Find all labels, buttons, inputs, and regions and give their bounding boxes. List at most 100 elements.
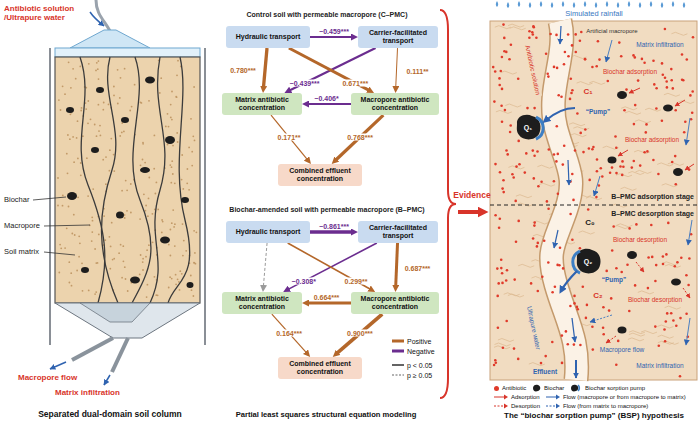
figure-label: Macropore: [4, 222, 40, 230]
soil-texture: [505, 104, 521, 107]
legend-item: Biochar: [532, 384, 564, 392]
construct-box: Carrier-facilitated transport: [358, 221, 438, 243]
construct-box: Hydraulic transport: [226, 221, 310, 243]
soil-grain: [69, 138, 71, 140]
antibiotic-dot: [505, 320, 508, 323]
soil-grain: [174, 245, 176, 247]
soil-grain: [129, 110, 131, 112]
soil-grain: [78, 235, 80, 237]
soil-grain: [144, 162, 146, 164]
soil-grain: [185, 250, 187, 252]
antibiotic-dot: [501, 88, 504, 91]
antibiotic-dot: [547, 75, 550, 78]
antibiotic-dot: [598, 58, 601, 61]
box-label: Hydraulic transport: [236, 228, 301, 236]
figure-label: Antibiotic solution /Ultrapure water: [4, 5, 90, 23]
soil-grain: [181, 154, 183, 156]
path-arrow: [289, 48, 370, 91]
soil-grain: [130, 183, 132, 185]
soil-grain: [69, 282, 71, 284]
antibiotic-dot: [615, 146, 618, 149]
macropore-flow-arrow: [575, 360, 577, 378]
antibiotic-dot: [494, 163, 497, 166]
biochar-particle: [66, 77, 194, 289]
antibiotic-dot: [498, 77, 501, 80]
legend-text: p < 0.05: [407, 362, 433, 369]
soil-column: [104, 375, 110, 385]
soil-grain: [71, 285, 73, 287]
evidence-bracket: [440, 10, 483, 398]
soil-column: [49, 48, 51, 345]
soil-grain: [75, 78, 77, 80]
antibiotic-dot: [601, 175, 604, 178]
soil-grain: [94, 124, 96, 126]
legend-item: Antibiotic: [494, 385, 526, 391]
soil-grain: [157, 209, 159, 211]
antibiotic-dot: [588, 147, 591, 150]
soil-grain: [152, 241, 154, 243]
legend-symbol-part: [392, 364, 404, 365]
soil-grain: [126, 210, 128, 212]
soil-grain: [113, 86, 115, 88]
antibiotic-dot: [631, 166, 634, 169]
path-coefficient: 0.164***: [275, 330, 303, 337]
antibiotic-dot: [500, 267, 503, 270]
soil-texture: [634, 150, 650, 153]
soil-texture: [518, 264, 534, 267]
legend-symbol-part: [504, 395, 508, 400]
antibiotic-dot: [654, 280, 657, 283]
antibiotic-dot: [533, 177, 536, 180]
soil-grain: [70, 272, 72, 274]
rain-drop: [639, 2, 641, 8]
figure-label: Q₂: [584, 258, 593, 266]
antibiotic-dot: [650, 224, 653, 227]
legend-item: Flow (macropore or from macropore to mat…: [546, 393, 686, 401]
antibiotic-dot: [567, 55, 570, 58]
soil-grain: [70, 87, 72, 89]
box-label: Carrier-facilitated transport: [362, 224, 434, 240]
antibiotic-dot: [662, 255, 665, 258]
antibiotic-dot: [557, 153, 560, 156]
antibiotic-dot: [591, 66, 594, 69]
legend-text: Biochar: [544, 385, 564, 391]
antibiotic-dot: [617, 340, 620, 343]
antibiotic-dot: [666, 312, 669, 315]
legend-text: Antibiotic: [502, 385, 526, 391]
soil-grain: [177, 60, 179, 62]
figure-label: Evidence: [453, 191, 490, 200]
construct-box: Combined effluent concentration: [278, 164, 362, 186]
antibiotic-dot: [532, 33, 535, 36]
soil-grain: [68, 261, 70, 263]
antibiotic-dot: [639, 164, 642, 167]
path-coefficient: −0.406*: [313, 95, 339, 102]
antibiotic-dot: [579, 132, 582, 135]
soil-column: [50, 362, 66, 369]
antibiotic-dot: [615, 363, 618, 366]
path-coefficient: 0.768***: [346, 134, 374, 141]
antibiotic-dot: [681, 78, 684, 81]
antibiotic-dot: [625, 88, 628, 91]
soil-grain: [87, 195, 89, 197]
figure-label: Simulated rainfall: [565, 10, 623, 18]
antibiotic-dot: [574, 149, 577, 152]
figure-label: C₀: [584, 219, 595, 228]
antibiotic-dot: [551, 291, 554, 294]
soil-texture: [638, 291, 654, 294]
soil-grain: [103, 215, 105, 217]
soil-grain: [73, 161, 75, 163]
biochar-particle: [130, 277, 140, 284]
antibiotic-dot: [654, 325, 657, 328]
macropore-flow-arrow: [554, 230, 558, 248]
antibiotic-dot: [620, 271, 623, 274]
soil-grain: [175, 274, 177, 276]
soil-grain: [152, 213, 154, 215]
figure-label: Biochar desorption: [627, 296, 683, 303]
antibiotic-dot: [515, 165, 518, 168]
soil-grain: [121, 277, 123, 279]
soil-grain: [190, 275, 192, 277]
path-coefficient: 0.780***: [229, 67, 257, 74]
soil-grain: [113, 170, 115, 172]
matrix-infiltration-arrow: [590, 315, 612, 322]
antibiotic-dot: [561, 334, 564, 337]
antibiotic-dot: [533, 155, 536, 158]
